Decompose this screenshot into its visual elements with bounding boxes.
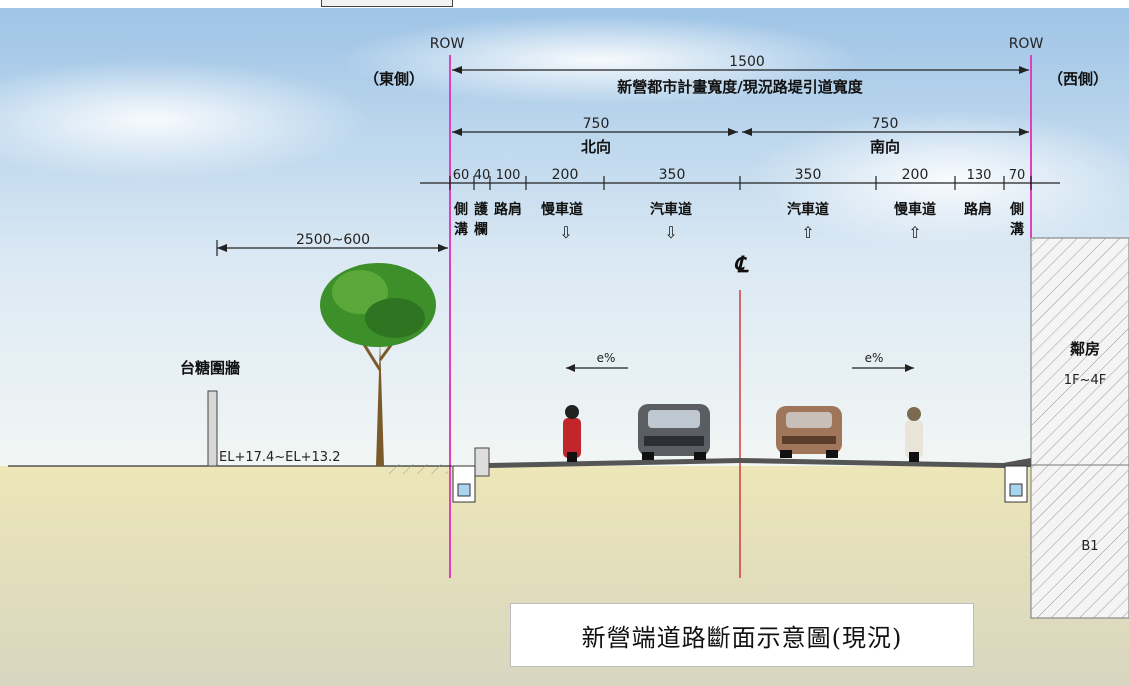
- dim-side-ditch-north: 60: [453, 168, 470, 183]
- label-side-ditch-south: 側: [1009, 201, 1024, 218]
- row-label-west: ROW: [1009, 36, 1044, 52]
- arrow-up-icon: ⇧: [908, 223, 921, 242]
- sugar-company-wall: [207, 390, 218, 467]
- scooter-north: [563, 405, 581, 462]
- embankment-hatch: [388, 464, 448, 474]
- ditch-water-east: [457, 483, 471, 497]
- row-label-east: ROW: [430, 36, 465, 52]
- total-width-label: 新營都市計畫寬度/現況路堤引道寬度: [617, 78, 863, 96]
- label-slow-lane-north: 慢車道: [541, 201, 583, 218]
- west-side-label: （西側）: [1048, 70, 1108, 88]
- label-slow-lane-south: 慢車道: [894, 201, 936, 218]
- top-edge-tab: [321, 0, 453, 7]
- dim-guardrail-north: 40: [474, 168, 491, 183]
- scooter-south: [905, 407, 923, 462]
- label-car-lane-south: 汽車道: [787, 201, 829, 218]
- label-shoulder-north: 路肩: [494, 201, 522, 218]
- car-north: [638, 404, 710, 460]
- dim-slow-lane-south: 200: [902, 167, 929, 183]
- slope-left-label: e%: [597, 351, 616, 365]
- dim-car-lane-south: 350: [795, 167, 822, 183]
- car-south: [776, 406, 842, 458]
- elevation-label: EL+17.4~EL+13.2: [219, 450, 340, 465]
- tree: [320, 263, 436, 466]
- neighbor-floors: 1F~4F: [1064, 373, 1106, 388]
- dim-shoulder-north: 100: [496, 168, 521, 183]
- south-direction-label: 南向: [870, 138, 900, 156]
- cloud: [750, 110, 1129, 250]
- setback-dim-value: 2500~600: [296, 232, 370, 248]
- label-car-lane-north: 汽車道: [650, 201, 692, 218]
- ditch-water-west: [1009, 483, 1023, 497]
- neighbor-label: 鄰房: [1070, 340, 1100, 358]
- arrow-down-icon: ⇩: [664, 223, 677, 242]
- centerline-symbol: ℄: [734, 252, 749, 278]
- total-width-value: 1500: [729, 54, 765, 70]
- basement-label: B1: [1081, 539, 1098, 554]
- wall-label: 台糖圍牆: [180, 359, 240, 377]
- slope-right-label: e%: [865, 351, 884, 365]
- east-side-label: （東側）: [364, 70, 424, 88]
- dim-side-ditch-south: 70: [1009, 168, 1026, 183]
- dim-lane-ticks: [449, 176, 1032, 190]
- north-half-value: 750: [583, 116, 610, 132]
- curb-east: [474, 447, 490, 477]
- label-guardrail-2: 欄: [474, 221, 488, 238]
- label-shoulder-south: 路肩: [964, 201, 992, 218]
- slope-arrowhead-right: [905, 364, 914, 372]
- cloud: [0, 60, 370, 180]
- north-direction-label: 北向: [581, 138, 611, 156]
- arrow-down-icon: ⇩: [559, 223, 572, 242]
- road-surface: [488, 458, 1031, 468]
- dim-slow-lane-north: 200: [552, 167, 579, 183]
- label-side-ditch-north: 側: [453, 201, 468, 218]
- label-side-ditch-north-2: 溝: [454, 221, 468, 238]
- neighbor-building-hatch: [1031, 238, 1129, 618]
- arrow-up-icon: ⇧: [801, 223, 814, 242]
- cloud: [340, 15, 860, 105]
- south-half-value: 750: [872, 116, 899, 132]
- slope-arrowhead-left: [566, 364, 575, 372]
- dim-shoulder-south: 130: [967, 168, 992, 183]
- label-guardrail: 護: [474, 201, 489, 218]
- label-side-ditch-south-2: 溝: [1010, 221, 1024, 238]
- diagram-caption: 新營端道路斷面示意圖(現況): [510, 603, 974, 667]
- dim-car-lane-north: 350: [659, 167, 686, 183]
